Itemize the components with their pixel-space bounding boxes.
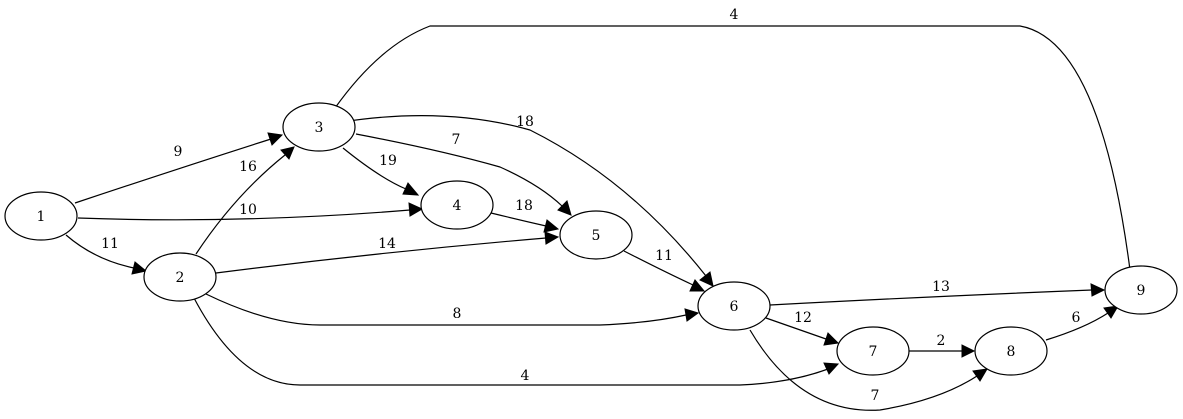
edge-weight: 7	[452, 132, 461, 148]
edge-6-9: 13	[769, 279, 1106, 306]
node-7[interactable]: 7	[836, 326, 910, 376]
node-label: 6	[730, 299, 739, 315]
edge-2-6: 8	[205, 293, 700, 326]
node-label: 7	[869, 344, 878, 360]
edge-weight: 12	[794, 310, 812, 326]
edge-weight: 13	[932, 279, 950, 295]
edge-1-2: 11	[65, 234, 148, 275]
edge-weight: 16	[239, 159, 257, 175]
edge-1-3: 9	[74, 132, 284, 204]
edge-weight: 4	[521, 368, 530, 384]
node-2[interactable]: 2	[143, 252, 217, 302]
edge-6-8: 7	[749, 329, 988, 411]
node-3[interactable]: 3	[282, 102, 356, 152]
edge-5-6: 11	[623, 248, 706, 292]
edge-3-5: 7	[355, 132, 572, 216]
edge-2-7: 4	[193, 297, 840, 386]
edge-weight: 19	[379, 153, 397, 169]
edge-4-5: 18	[490, 198, 560, 233]
node-6[interactable]: 6	[697, 281, 771, 331]
edge-weight: 4	[730, 7, 739, 23]
node-9[interactable]: 9	[1104, 265, 1178, 315]
node-label: 3	[315, 120, 324, 136]
edge-weight: 6	[1072, 310, 1081, 326]
edge-weight: 18	[515, 198, 533, 214]
node-5[interactable]: 5	[559, 210, 633, 260]
edge-weight: 11	[655, 248, 673, 264]
node-label: 9	[1137, 283, 1146, 299]
node-8[interactable]: 8	[974, 326, 1048, 376]
edge-3-6: 18	[341, 114, 714, 287]
edge-7-8: 2	[909, 333, 976, 358]
edge-weight: 2	[937, 333, 946, 349]
node-4[interactable]: 4	[420, 180, 494, 230]
edge-1-4: 10	[77, 202, 424, 221]
edge-2-3: 16	[195, 146, 295, 255]
edge-8-9: 6	[1045, 305, 1119, 341]
node-label: 1	[37, 209, 46, 225]
edge-weight: 9	[174, 144, 183, 160]
edge-weight: 8	[453, 306, 462, 322]
edge-6-7: 12	[765, 310, 840, 346]
node-1[interactable]: 1	[4, 191, 78, 241]
edge-weight: 18	[516, 114, 534, 130]
node-label: 2	[176, 270, 185, 286]
edge-weight: 11	[101, 236, 119, 252]
node-label: 4	[453, 198, 462, 214]
edge-weight: 10	[239, 202, 257, 218]
edge-weight: 7	[871, 388, 880, 404]
node-label: 8	[1007, 344, 1016, 360]
edge-weight: 14	[378, 236, 396, 252]
edge-2-5: 14	[215, 231, 560, 274]
node-label: 5	[592, 228, 601, 244]
edge-3-4: 19	[342, 147, 420, 196]
